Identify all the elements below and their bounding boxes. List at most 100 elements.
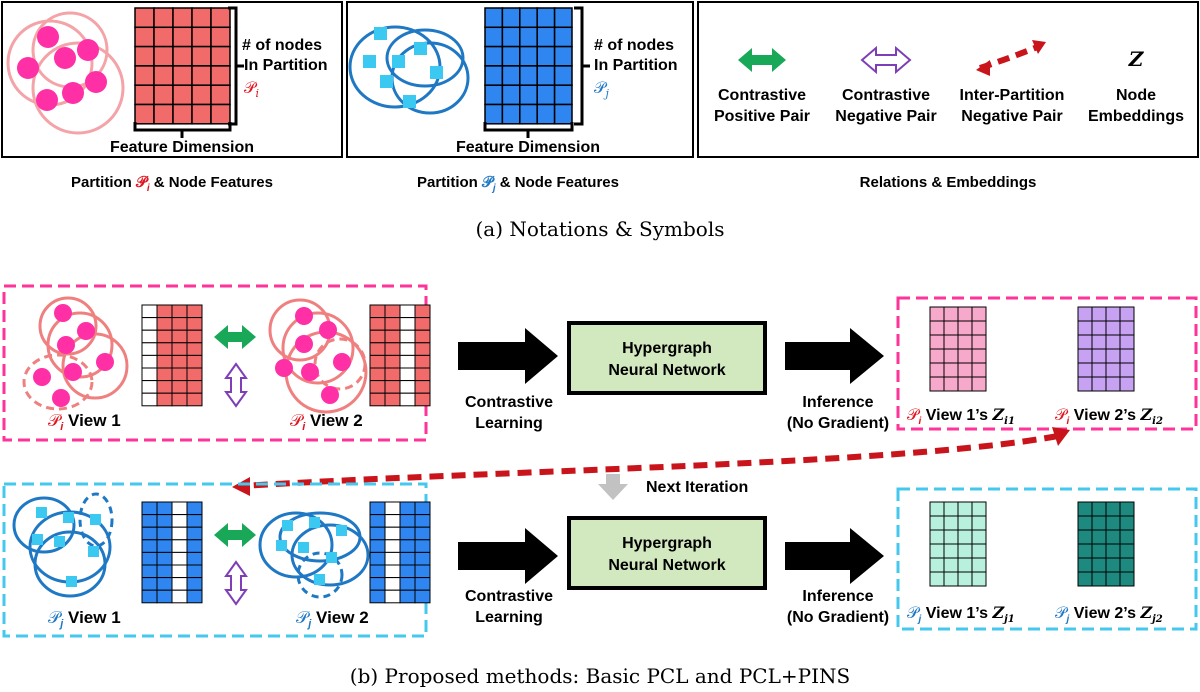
matrix-cell: [1105, 376, 1121, 392]
matrix-cell: [171, 551, 188, 566]
matrix-cell: [399, 354, 416, 369]
matrix-cell: [171, 564, 188, 579]
inter-partition-label-2: Negative Pair: [961, 108, 1062, 125]
nodes-label-line2: In Partition: [244, 57, 328, 74]
matrix-cell: [186, 380, 203, 394]
matrix-cell: [156, 589, 173, 604]
matrix-cell: [141, 577, 158, 591]
matrix-cell: [501, 7, 521, 29]
matrix-cell: [171, 589, 188, 604]
matrix-cell: [1091, 515, 1107, 531]
matrix-cell: [1091, 348, 1107, 364]
matrix-cell: [943, 306, 959, 322]
matrix-cell: [399, 514, 416, 528]
matrix-cell: [536, 45, 556, 67]
matrix-cell: [929, 571, 945, 587]
matrix-cell: [484, 65, 504, 86]
matrix-cell: [141, 342, 158, 356]
matrix-cell: [1119, 320, 1135, 336]
row-j-inference-label-2: (No Gradient): [787, 609, 889, 626]
nodes-label-line1-j: # of nodes: [594, 37, 674, 54]
matrix-cell: [414, 551, 431, 566]
matrix-cell: [399, 304, 416, 319]
row-j-view1-label: 𝒫j View 1: [48, 608, 121, 630]
matrix-cell: [929, 320, 945, 336]
matrix-cell: [141, 551, 158, 566]
row-i-learning-arrow: [458, 328, 558, 384]
matrix-cell: [384, 367, 401, 382]
row-j-embedding-z-j1: [929, 501, 987, 587]
row-i-view1-hypergraph: [22, 296, 129, 411]
matrix-cell: [156, 539, 173, 553]
matrix-cell: [369, 380, 386, 394]
relations-box: [697, 1, 1199, 158]
matrix-cell: [156, 317, 173, 331]
matrix-cell: [943, 348, 959, 364]
matrix-cell: [384, 354, 401, 369]
matrix-cell: [971, 543, 987, 559]
row-i-hnn-label-2: Neural Network: [608, 362, 725, 379]
matrix-cell: [1105, 515, 1121, 531]
matrix-cell: [171, 501, 188, 516]
matrix-cell: [384, 329, 401, 344]
matrix-cell: [414, 342, 431, 356]
matrix-cell: [369, 551, 386, 566]
matrix-cell: [943, 320, 959, 336]
matrix-cell: [141, 354, 158, 369]
matrix-cell: [1077, 348, 1093, 364]
matrix-cell: [501, 26, 521, 48]
positive-pair-label-2: Positive Pair: [714, 108, 810, 125]
panel-a: # of nodes In Partition 𝒫i Feature Dimen…: [1, 1, 1199, 241]
matrix-cell: [484, 84, 504, 106]
matrix-cell: [186, 329, 203, 344]
matrix-cell: [210, 26, 231, 48]
matrix-cell: [369, 354, 386, 369]
matrix-cell: [156, 551, 173, 566]
matrix-cell: [153, 45, 174, 67]
matrix-cell: [501, 103, 521, 125]
matrix-cell: [971, 306, 987, 322]
matrix-cell: [191, 26, 212, 48]
matrix-cell: [210, 84, 231, 106]
matrix-cell: [1077, 529, 1093, 545]
row-j-view1-matrix: [141, 501, 203, 604]
matrix-cell: [171, 380, 188, 394]
matrix-cell: [1077, 306, 1093, 322]
matrix-cell: [399, 539, 416, 553]
matrix-cell: [1119, 515, 1135, 531]
positive-pair-arrow-icon: [738, 48, 786, 72]
matrix-cell: [414, 526, 431, 541]
row-j-embeddings-box: [896, 487, 1198, 631]
matrix-cell: [369, 304, 386, 319]
matrix-cell: [399, 380, 416, 394]
matrix-cell: [414, 514, 431, 528]
negative-pair-label-2: Negative Pair: [835, 108, 936, 125]
panel-b: 𝒫i View 1 𝒫i View 2 Contrastive Learning…: [2, 284, 1198, 688]
matrix-cell: [971, 320, 987, 336]
partition-j-hypergraph: [348, 25, 470, 115]
matrix-cell: [384, 304, 401, 319]
matrix-cell: [957, 362, 973, 378]
matrix-cell: [1119, 376, 1135, 392]
matrix-cell: [171, 514, 188, 528]
matrix-cell: [186, 551, 203, 566]
matrix-cell: [414, 329, 431, 344]
row-i-inference-label-1: Inference: [802, 394, 873, 411]
matrix-cell: [929, 306, 945, 322]
matrix-cell: [957, 320, 973, 336]
matrix-cell: [414, 564, 431, 579]
nodes-label-line1: # of nodes: [242, 37, 322, 54]
matrix-cell: [141, 564, 158, 579]
partition-j-box: [346, 1, 694, 158]
matrix-cell: [414, 317, 431, 331]
matrix-cell: [414, 589, 431, 604]
matrix-cell: [971, 376, 987, 392]
row-j-learning-label-1: Contrastive: [465, 588, 553, 605]
row-i-embedding-z-i1: [929, 306, 987, 392]
nodes-label-line2-j: In Partition: [594, 57, 678, 74]
matrix-cell: [384, 317, 401, 331]
matrix-cell: [186, 342, 203, 356]
matrix-cell: [171, 392, 188, 407]
matrix-cell: [186, 392, 203, 407]
matrix-cell: [943, 571, 959, 587]
